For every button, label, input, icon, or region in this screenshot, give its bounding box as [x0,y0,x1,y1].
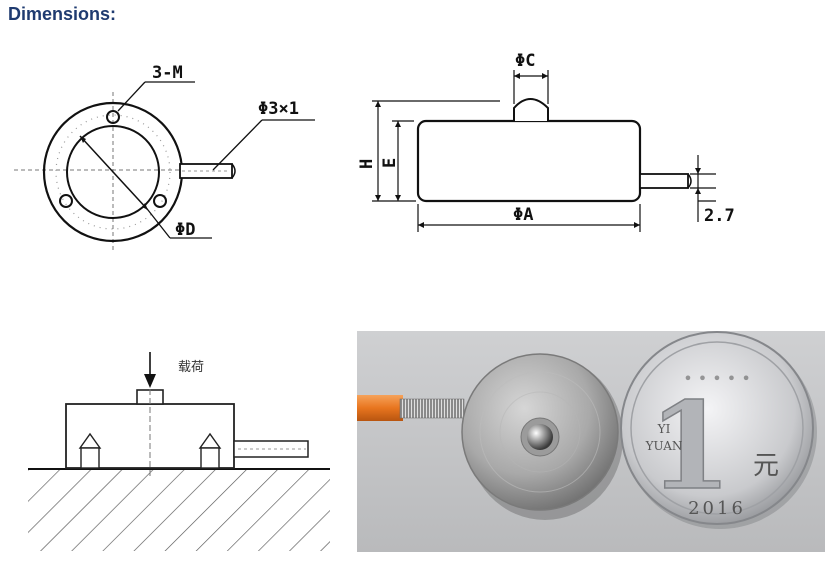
width-label: ΦA [513,205,533,225]
hatched-ground [28,469,330,551]
load-arrow-head [144,374,156,388]
product-photo: • • • • • 1 YI YUAN 元 2016 [357,331,825,552]
sensor-body [416,119,642,203]
mount-hole-right [153,194,167,208]
svg-text:• • • • •: • • • • • [683,369,751,388]
thread-label: 3-M [152,63,183,83]
mounting-view-drawing: 载荷 [28,352,330,551]
load-label: 载荷 [178,360,204,375]
orange-cable [357,395,403,421]
cable-label: Φ3×1 [258,99,299,119]
diameter-label: ΦD [175,220,195,240]
side-view-drawing: ΦC H E ΦA 2.7 [357,51,735,232]
top-view-drawing: 3-M Φ3×1 ΦD [14,63,315,252]
coin-roman-2: YUAN [645,439,683,453]
body-height-label: E [380,158,400,168]
mount-hole-left [59,194,73,208]
coin-currency: 元 [753,451,779,481]
coin-roman-1: YI [657,422,671,436]
mount-hole-top [106,110,120,124]
load-ball [527,424,553,450]
coin-denomination: 1 [648,376,732,517]
coin-year: 2016 [688,498,746,519]
boss-label: ΦC [515,51,535,71]
height-label: H [357,159,377,169]
inner-ring [66,125,160,219]
side-cable [639,173,689,189]
load-boss [513,98,549,121]
threaded-fitting [399,398,465,419]
coin [620,331,814,525]
offset-label: 2.7 [704,206,735,226]
dimensions-heading: Dimensions: [8,4,117,24]
